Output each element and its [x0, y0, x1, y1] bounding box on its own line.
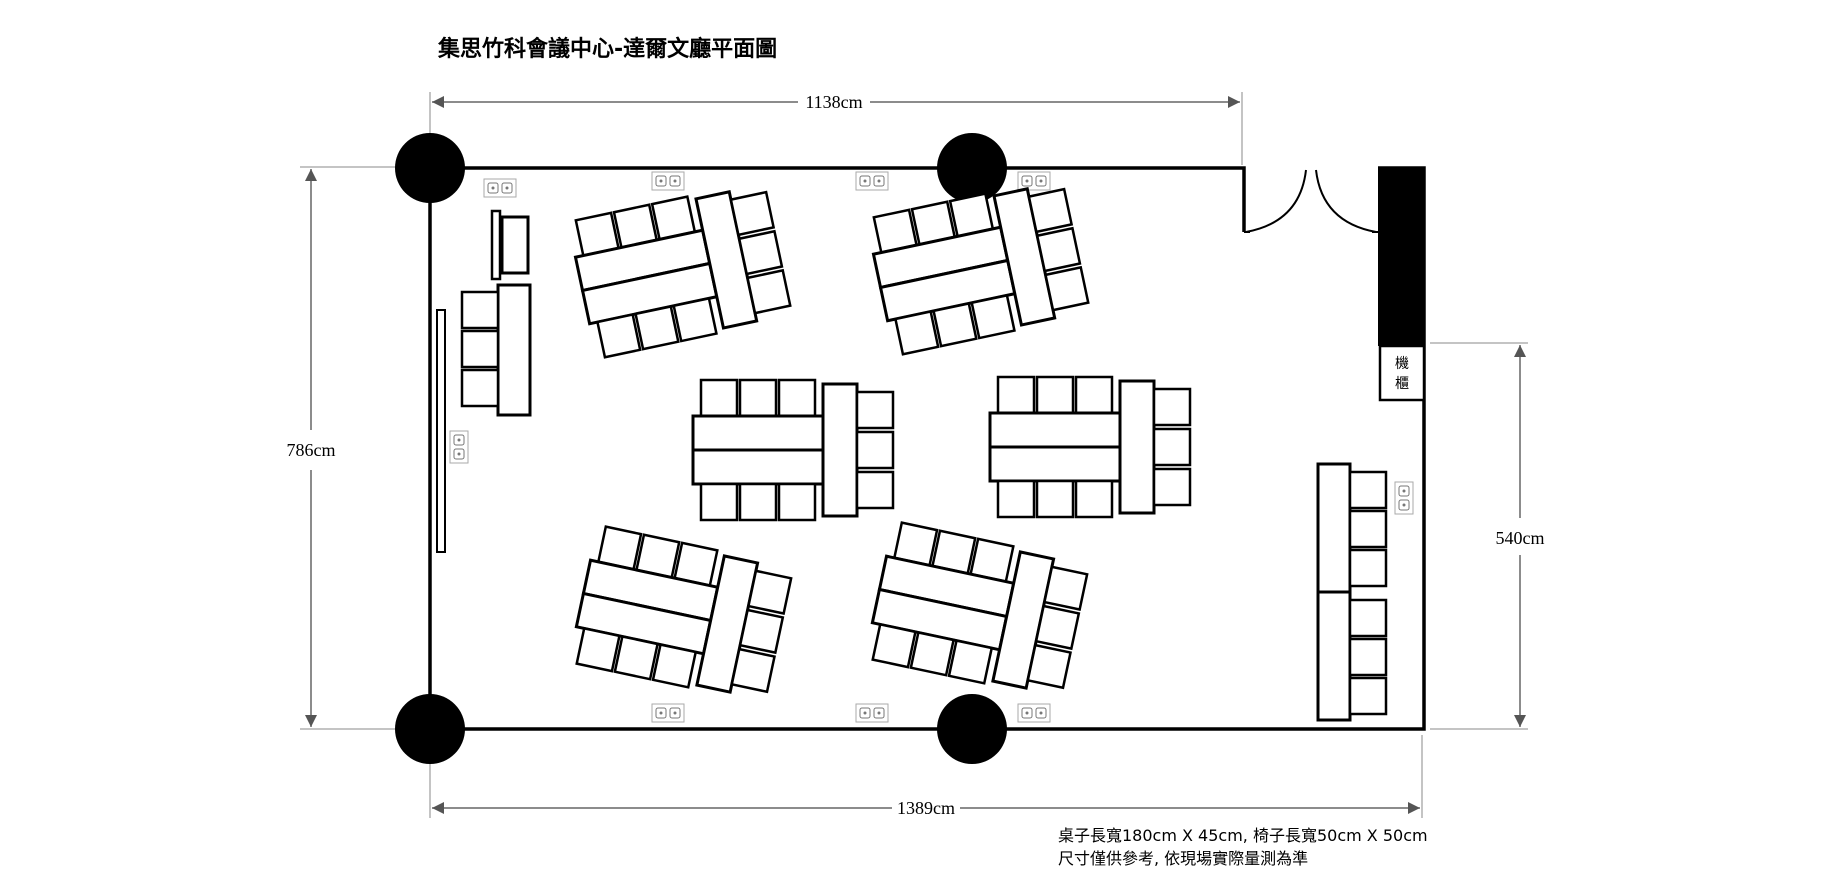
- cabinet-label-1: 機: [1395, 356, 1409, 372]
- dimension-left-label: 786cm: [287, 440, 336, 460]
- dimension-bottom: 1389cm: [429, 735, 1423, 818]
- dimension-left: 786cm: [287, 166, 398, 730]
- seating-group: [567, 523, 796, 706]
- power-outlet-icon: [1017, 171, 1051, 191]
- note-dimensions: 桌子長寬180cm X 45cm, 椅子長寬50cm X 50cm: [1058, 826, 1428, 845]
- seating-group: [863, 519, 1092, 702]
- pillar-icon: [937, 133, 1007, 203]
- power-outlet-icon: [855, 703, 889, 723]
- cabinet: 機 櫃: [1378, 344, 1426, 402]
- power-outlet-icon: [1394, 481, 1414, 515]
- dimension-right-label: 540cm: [1496, 528, 1545, 548]
- dimension-right: 540cm: [1430, 342, 1545, 730]
- power-outlet-icon: [1017, 703, 1051, 723]
- power-outlet-icon: [855, 171, 889, 191]
- power-outlet-icon: [483, 178, 517, 198]
- host-table: [460, 283, 532, 417]
- power-outlet-icon: [651, 703, 685, 723]
- seating-group: [988, 375, 1192, 519]
- page-title: 集思竹科會議中心-達爾文廳平面圖: [437, 36, 777, 62]
- podium: [490, 209, 530, 281]
- dimension-top: 1138cm: [429, 92, 1243, 165]
- pillar-icon: [937, 694, 1007, 764]
- dimension-top-label: 1138cm: [805, 92, 862, 112]
- equipment-wall-block: [1378, 168, 1424, 346]
- power-outlet-icon: [651, 171, 685, 191]
- seating-group: [691, 378, 895, 522]
- note-disclaimer: 尺寸僅供參考, 依現場實際量測為準: [1058, 849, 1308, 868]
- power-outlet-icon: [449, 430, 469, 464]
- seating-group: [566, 178, 795, 361]
- room-walls: [428, 166, 1426, 731]
- side-table: [1316, 462, 1388, 722]
- whiteboard: [436, 309, 446, 553]
- pillar-icon: [395, 694, 465, 764]
- cabinet-label-2: 櫃: [1395, 376, 1409, 392]
- pillar-icon: [395, 133, 465, 203]
- double-door-icon: [1244, 169, 1378, 233]
- dimension-bottom-label: 1389cm: [897, 798, 955, 818]
- seating-group: [864, 175, 1093, 358]
